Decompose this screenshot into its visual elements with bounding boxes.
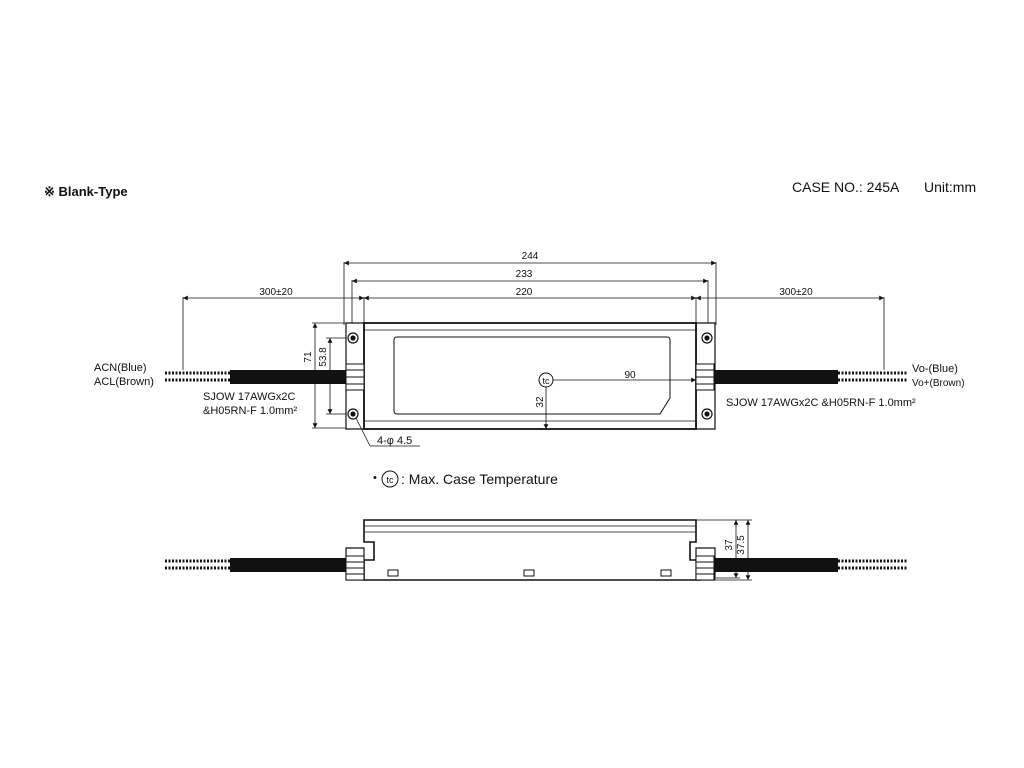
dimension-cable-right-label: 300±20: [779, 287, 813, 298]
side-case-body: [345, 519, 716, 581]
case-body: [363, 322, 697, 430]
dimension-37-5-label: 37.5: [736, 535, 747, 555]
side-cable-right: [714, 558, 908, 572]
case-number: CASE NO.: 245A: [792, 179, 900, 195]
side-gland-left: [345, 555, 365, 581]
output-vo-plus-label: Vo+(Brown): [912, 378, 965, 389]
mounting-hole-callout: 4-φ 4.5: [377, 435, 412, 447]
input-acl-label: ACL(Brown): [94, 376, 154, 388]
output-vo-minus-label: Vo-(Blue): [912, 363, 958, 375]
dimension-71-label: 71: [303, 351, 314, 363]
dimension-cable-right: [696, 295, 885, 370]
tc-y-dimension-label: 32: [535, 396, 546, 408]
input-acn-label: ACN(Blue): [94, 362, 147, 374]
dimension-53-8-label: 53.8: [318, 347, 329, 367]
cable-spec-right: SJOW 17AWGx2C &H05RN-F 1.0mm²: [726, 397, 916, 409]
dimension-37: [696, 519, 752, 579]
unit-label: Unit:mm: [924, 179, 977, 195]
svg-text:tc: tc: [386, 475, 394, 485]
mounting-holes: [347, 332, 713, 420]
top-view: 244 233 220 300±20 300±20: [94, 251, 965, 447]
dimension-233: [351, 278, 709, 325]
cable-left: [165, 370, 346, 384]
section-title: ※ Blank-Type: [44, 184, 128, 199]
svg-text:tc: tc: [542, 376, 550, 386]
side-view: 37 37.5: [165, 519, 908, 581]
cable-gland-right: [695, 363, 715, 391]
tc-legend: • tc : Max. Case Temperature: [373, 470, 558, 488]
cable-spec-left-line2: &H05RN-F 1.0mm²: [203, 405, 297, 417]
dimension-220: [363, 295, 697, 325]
tc-dimension-lines: [543, 377, 696, 429]
dimension-233-label: 233: [516, 269, 533, 280]
dimension-244: [343, 260, 717, 325]
dimension-244-label: 244: [522, 251, 539, 262]
dimension-cable-left: [182, 295, 364, 370]
mounting-hole-leader: [355, 417, 420, 447]
dimension-37-label: 37: [724, 539, 735, 551]
tc-x-dimension-label: 90: [624, 370, 636, 381]
tc-legend-bullet: •: [373, 472, 377, 484]
dimension-37-5: [716, 520, 752, 581]
dimension-cable-left-label: 300±20: [259, 287, 293, 298]
side-gland-right: [695, 555, 715, 581]
tc-legend-icon: tc: [381, 470, 399, 488]
tc-point-icon: tc: [538, 372, 554, 388]
cable-gland-left: [345, 363, 365, 391]
tc-legend-text: : Max. Case Temperature: [401, 471, 558, 487]
cable-spec-left-line1: SJOW 17AWGx2C: [203, 391, 296, 403]
side-cable-left: [165, 558, 346, 572]
cable-right: [714, 370, 908, 384]
dimension-220-label: 220: [516, 287, 533, 298]
